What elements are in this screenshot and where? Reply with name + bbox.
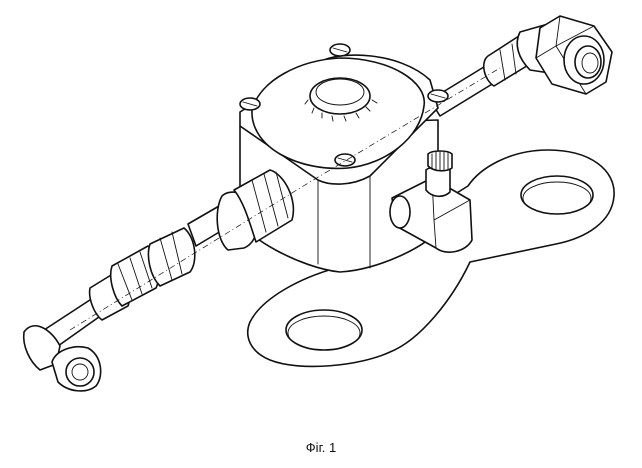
elbow-fitting [535,15,613,95]
figure-caption: Фіг. 1 [305,440,337,455]
plate-hole-rear [520,175,594,215]
corner-screws [239,43,449,167]
side-adjustment-valve [389,150,473,253]
top-cover-dial [304,77,378,122]
rear-outlet-pipe [429,23,567,117]
plate-hole-front [285,309,363,351]
inlet-pipe-assembly [22,169,295,392]
centerline [69,67,501,331]
